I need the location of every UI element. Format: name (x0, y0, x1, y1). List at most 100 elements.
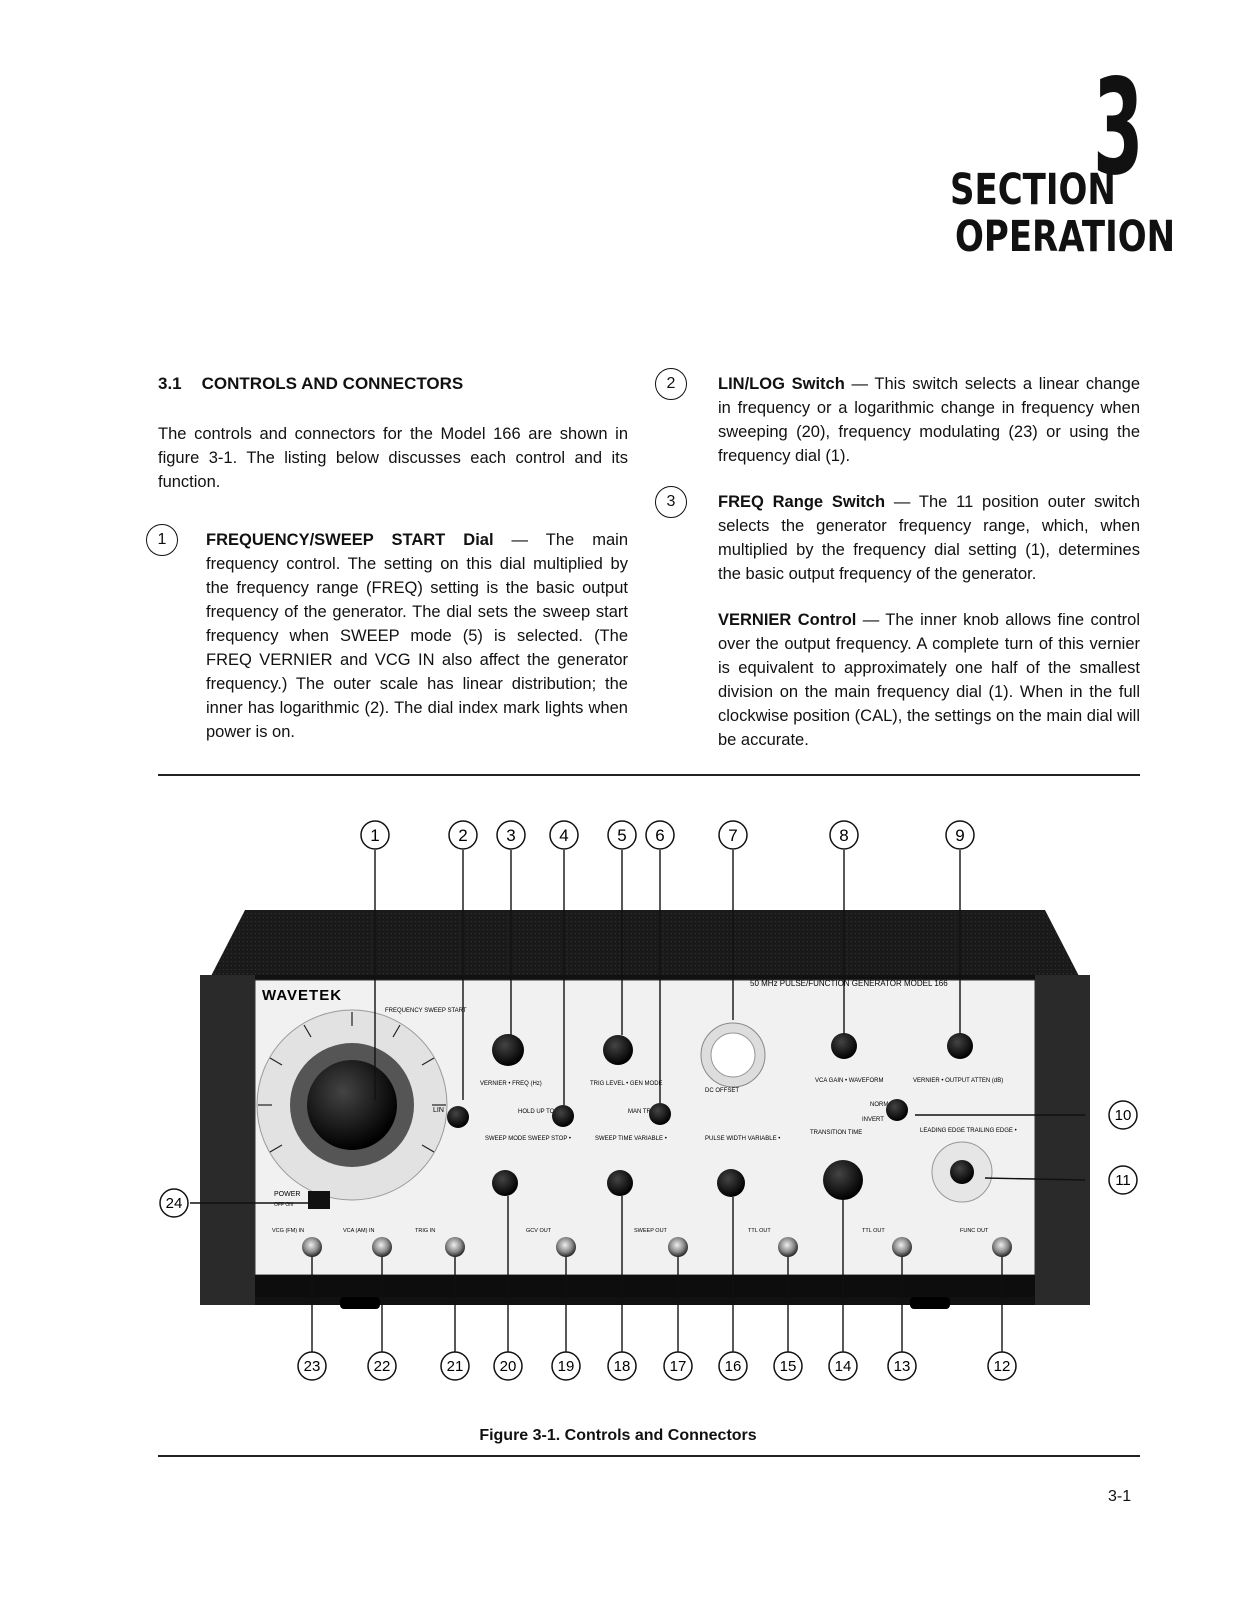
section-title: OPERATION (955, 212, 1176, 262)
section-number: 3 (1093, 51, 1144, 205)
power-label: POWER (274, 1191, 300, 1198)
intro-paragraph: The controls and connectors for the Mode… (158, 425, 628, 491)
callout-17: 17 (670, 1358, 687, 1375)
trig-level-label: TRIG LEVEL • GEN MODE (590, 1081, 663, 1087)
callout-21: 21 (447, 1358, 464, 1375)
panel-bottom-strip (255, 1275, 1035, 1297)
callout-leaders (190, 850, 1086, 1352)
callout-15: 15 (780, 1358, 797, 1375)
callout-10: 10 (1115, 1107, 1132, 1124)
callout-2: 2 (458, 826, 467, 845)
bottom-callouts: 23 22 21 20 19 18 17 16 15 14 (297, 1351, 1017, 1381)
case-right-side (1035, 975, 1090, 1305)
callout-7: 7 (728, 826, 737, 845)
sweep-out-connector[interactable] (668, 1237, 688, 1257)
transition-time-knob[interactable] (823, 1160, 863, 1200)
lin-label: LIN (433, 1107, 444, 1114)
control-item-2: 2 LIN/LOG Switch — This switch selects a… (655, 368, 1140, 468)
power-switch[interactable] (308, 1191, 330, 1209)
vca-gain-label: VCA GAIN • WAVEFORM (815, 1078, 883, 1084)
item-text: — This switch selects a linear change in… (718, 375, 1140, 465)
vernier-freq-label: VERNIER • FREQ (Hz) (480, 1081, 542, 1087)
item-text: — The inner knob allows fine control ove… (718, 611, 1141, 749)
top-rule (158, 774, 1140, 776)
item-term: FREQUENCY/SWEEP START Dial (206, 531, 494, 549)
ttl-out-connector[interactable] (778, 1237, 798, 1257)
subsection-number: 3.1 (158, 374, 182, 393)
item-term: FREQ Range Switch (718, 493, 886, 511)
callout-11: 11 (1115, 1172, 1131, 1189)
sweep-time-label: SWEEP TIME VARIABLE • (595, 1136, 667, 1142)
dc-offset-label: DC OFFSET (705, 1088, 739, 1094)
sweep-time-knob[interactable] (607, 1170, 633, 1196)
item-number-circle: 1 (146, 524, 178, 556)
transition-label: TRANSITION TIME (810, 1130, 862, 1136)
func-out-label: FUNC OUT (960, 1228, 989, 1234)
instrument-illustration: WAVETEK 50 MHz PULSE/FUNCTION GENERATOR … (159, 820, 1138, 1381)
ttl-out-label-2: TTL OUT (862, 1228, 885, 1234)
leading-edge-label: LEADING EDGE TRAILING EDGE • (920, 1128, 1017, 1134)
power-sub-label: OFF ON (274, 1202, 293, 1208)
subsection-title: CONTROLS AND CONNECTORS (201, 374, 464, 393)
vcg-label: VCG (FM) IN (272, 1228, 304, 1234)
callout-13: 13 (894, 1358, 911, 1375)
ttl-out-connector-2[interactable] (892, 1237, 912, 1257)
model-line: 50 MHz PULSE/FUNCTION GENERATOR MODEL 16… (750, 979, 948, 988)
lin-log-switch[interactable] (447, 1106, 469, 1128)
frequency-dial-ticks (258, 1012, 446, 1153)
bottom-rule (158, 1455, 1140, 1457)
top-callouts: 1 2 3 4 5 6 7 8 9 (360, 820, 975, 850)
control-item-vernier: VERNIER Control — The inner knob allows … (718, 608, 1140, 752)
item-text: — The main frequency control. The settin… (206, 531, 628, 741)
vernier-atten-label: VERNIER • OUTPUT ATTEN (dB) (913, 1078, 1003, 1084)
frequency-dial[interactable] (256, 1009, 448, 1201)
side-callouts: 24 10 11 (159, 1100, 1138, 1218)
case-top (210, 910, 1080, 978)
pulse-width-knob[interactable] (717, 1169, 745, 1197)
man-trig-button[interactable] (649, 1103, 671, 1125)
func-out-connector[interactable] (992, 1237, 1012, 1257)
subsection-heading: 3.1 CONTROLS AND CONNECTORS (158, 372, 628, 396)
gcv-out-connector[interactable] (556, 1237, 576, 1257)
right-column: 2 LIN/LOG Switch — This switch selects a… (655, 368, 1141, 774)
callout-4: 4 (559, 826, 568, 845)
callout-16: 16 (725, 1358, 742, 1375)
vca-in-connector[interactable] (372, 1237, 392, 1257)
trig-in-label: TRIG IN (415, 1228, 435, 1234)
callout-22: 22 (374, 1358, 391, 1375)
func-out-amplitude-knob[interactable] (931, 1141, 993, 1203)
frequency-dial-knob[interactable] (307, 1060, 397, 1150)
brand-logo: WAVETEK (262, 987, 342, 1004)
freq-range-knob[interactable] (492, 1034, 524, 1066)
man-trig-label: MAN TRIG (628, 1109, 658, 1115)
hold-label: HOLD UP TO X 10 (518, 1109, 569, 1115)
control-item-1: 1 FREQUENCY/SWEEP START Dial — The main … (146, 524, 628, 744)
item-number-circle: 3 (655, 486, 687, 518)
item-number-circle: 2 (655, 368, 687, 400)
item-text: — The 11 position outer switch selects t… (718, 493, 1141, 583)
callout-6: 6 (655, 826, 664, 845)
callout-23: 23 (304, 1358, 321, 1375)
callout-19: 19 (558, 1358, 575, 1375)
callout-12: 12 (994, 1358, 1011, 1375)
callout-3: 3 (506, 826, 515, 845)
left-column: 3.1 CONTROLS AND CONNECTORS The controls … (146, 372, 628, 766)
foot-left (340, 1297, 380, 1309)
callout-5: 5 (617, 826, 626, 845)
foot-right (910, 1297, 950, 1309)
figure-controls-connectors: WAVETEK 50 MHz PULSE/FUNCTION GENERATOR … (150, 800, 1150, 1400)
sweep-mode-knob[interactable] (492, 1170, 518, 1196)
sweep-out-label: SWEEP OUT (634, 1228, 668, 1234)
output-atten-knob[interactable] (947, 1033, 973, 1059)
item-term: VERNIER Control (718, 611, 857, 629)
callout-24: 24 (166, 1195, 183, 1212)
ttl-out-label: TTL OUT (748, 1228, 771, 1234)
waveform-knob[interactable] (831, 1033, 857, 1059)
vcg-in-connector[interactable] (302, 1237, 322, 1257)
dc-offset-knob[interactable] (700, 1022, 766, 1088)
norm-invert-switch[interactable] (886, 1099, 908, 1121)
item-term: LIN/LOG Switch (718, 375, 845, 393)
trig-in-connector[interactable] (445, 1237, 465, 1257)
gen-mode-knob[interactable] (603, 1035, 633, 1065)
hold-button[interactable] (552, 1105, 574, 1127)
